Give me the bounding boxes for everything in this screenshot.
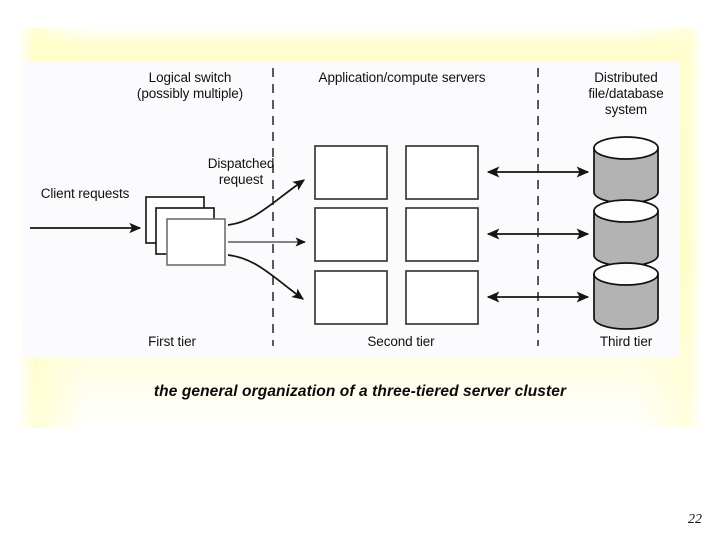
logical-switch-stack xyxy=(145,196,226,266)
dispatch-arrows xyxy=(227,179,307,300)
header-application-compute-servers: Application/compute servers xyxy=(318,70,486,85)
three-tier-diagram xyxy=(30,68,659,346)
server-box-r1c1 xyxy=(314,145,388,200)
storage-cylinders xyxy=(593,136,659,330)
header-distributed-storage-line2: file/database xyxy=(588,86,664,101)
storage-link-arrows xyxy=(486,166,590,303)
database-cylinder-top xyxy=(593,136,659,204)
slide-caption: the general organization of a three-tier… xyxy=(153,383,567,400)
page-number: 22 xyxy=(688,512,702,527)
database-cylinder-middle xyxy=(593,199,659,267)
figure-panel: Logical switch (possibly multiple) Appli… xyxy=(22,62,680,358)
dispatch-arrow-top xyxy=(227,179,305,226)
server-box-r1c2 xyxy=(405,145,479,200)
header-logical-switch-line2: (possibly multiple) xyxy=(136,86,244,101)
server-box-r3c1 xyxy=(314,270,388,325)
header-distributed-storage-line1: Distributed xyxy=(594,70,658,85)
server-box-r2c1 xyxy=(314,207,388,262)
server-box-r3c2 xyxy=(405,270,479,325)
label-dispatched-request-line2: request xyxy=(218,172,264,187)
label-client-requests: Client requests xyxy=(40,186,130,201)
server-box-r2c2 xyxy=(405,207,479,262)
label-second-tier: Second tier xyxy=(367,334,435,349)
header-logical-switch-line1: Logical switch xyxy=(148,70,232,85)
database-cylinder-bottom xyxy=(593,262,659,330)
dispatch-arrow-bottom xyxy=(227,254,304,300)
label-first-tier: First tier xyxy=(148,334,196,349)
label-third-tier: Third tier xyxy=(599,334,653,349)
label-dispatched-request-line1: Dispatched xyxy=(207,156,275,171)
header-distributed-storage-line3: system xyxy=(604,102,648,117)
compute-server-grid xyxy=(314,145,479,325)
switch-sheet-front xyxy=(166,218,226,266)
